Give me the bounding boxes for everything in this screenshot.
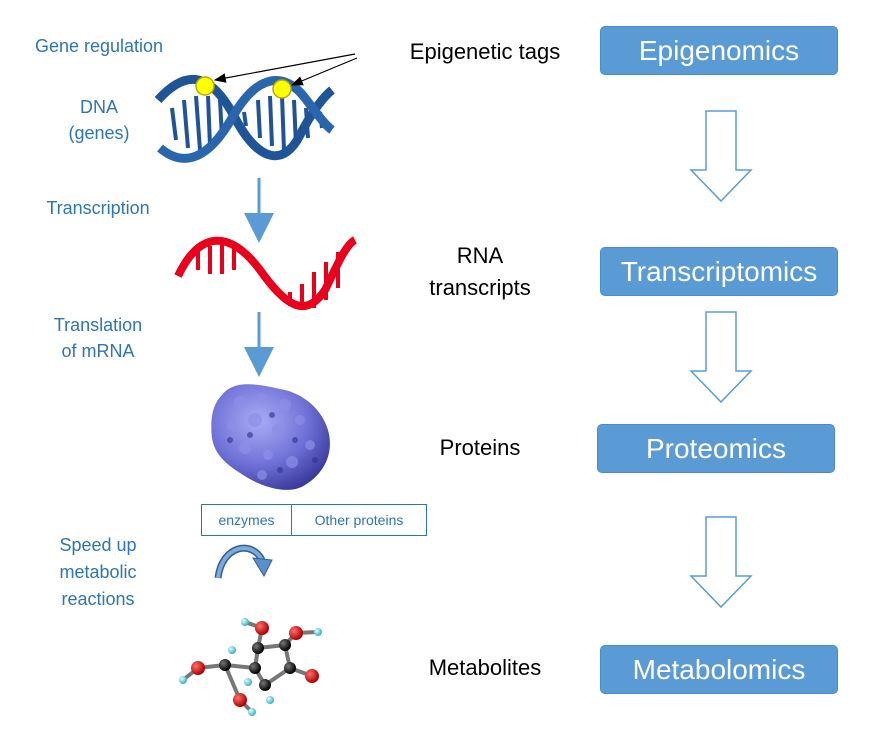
translation-label-line2: of mRNA	[61, 341, 135, 361]
transcriptomics-box: Transcriptomics	[600, 247, 838, 296]
metabolite-molecule	[179, 618, 322, 716]
gene-regulation-label: Gene regulation	[34, 36, 164, 56]
dna-label-line2: (genes)	[68, 123, 130, 143]
rna-label-line2: transcripts	[429, 275, 531, 300]
epigenetic-tag-dot	[195, 76, 215, 96]
rna-strand	[174, 236, 358, 311]
speed-up-label-line3: reactions	[61, 589, 135, 609]
rna-transcripts-label: RNA transcripts	[405, 240, 555, 304]
epigenomics-box: Epigenomics	[600, 26, 838, 75]
metabolomics-box: Metabolomics	[600, 645, 838, 694]
flow-arrow-down	[689, 516, 753, 609]
protein-structure	[211, 384, 330, 490]
enzymes-box: enzymes	[201, 504, 292, 536]
metabolites-label: Metabolites	[428, 655, 542, 680]
transcription-label: Transcription	[46, 198, 150, 218]
dna-label-line1: DNA	[79, 97, 118, 117]
dna-label: DNA (genes)	[54, 94, 144, 146]
epigenetic-pointer-arrow	[213, 53, 356, 83]
dna-helix	[154, 74, 335, 163]
translation-label: Translation of mRNA	[38, 312, 158, 364]
other-proteins-box: Other proteins	[291, 504, 427, 536]
epigenetic-tags-label: Epigenetic tags	[409, 39, 561, 64]
flow-arrow-down	[689, 110, 753, 203]
proteins-label: Proteins	[439, 435, 521, 460]
proteomics-box: Proteomics	[597, 424, 835, 473]
translation-label-line1: Translation	[53, 315, 143, 335]
epigenetic-pointer-arrow	[290, 57, 358, 86]
speed-up-label-line1: Speed up	[59, 535, 137, 555]
rna-label-line1: RNA	[456, 243, 504, 268]
flow-arrow-down	[689, 311, 753, 404]
speed-up-label-line2: metabolic	[59, 562, 137, 582]
speed-up-label: Speed up metabolic reactions	[38, 532, 158, 613]
reaction-curved-arrow	[214, 544, 273, 579]
epigenetic-tag-dot	[272, 79, 292, 99]
